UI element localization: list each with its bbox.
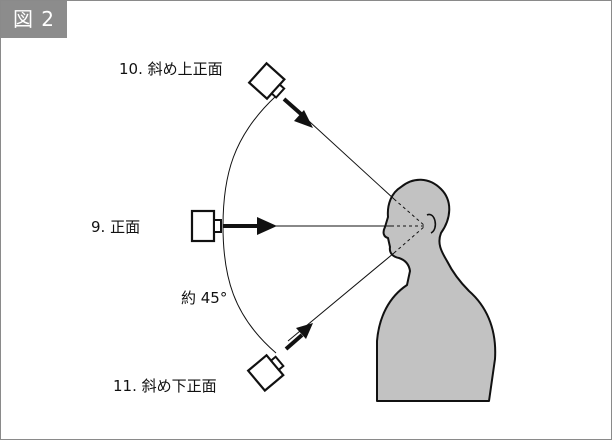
figure-badge: 図 2 [1, 1, 67, 38]
person-silhouette [376, 178, 497, 402]
label-lower-front: 11. 斜め下正面 [113, 377, 217, 395]
arrow-top-icon [294, 110, 313, 128]
dashed-lines [391, 198, 426, 254]
arrow-bottom-icon [296, 323, 313, 339]
label-front: 9. 正面 [91, 218, 140, 236]
arrow-middle-icon [257, 217, 277, 235]
direction-arrows [223, 97, 304, 351]
label-angle: 約 45° [181, 289, 227, 307]
ear [426, 213, 437, 234]
camera-middle-icon [190, 209, 222, 243]
label-upper-front: 10. 斜め上正面 [119, 60, 223, 78]
camera-bottom-icon [246, 353, 285, 393]
camera-top-icon [247, 61, 286, 101]
